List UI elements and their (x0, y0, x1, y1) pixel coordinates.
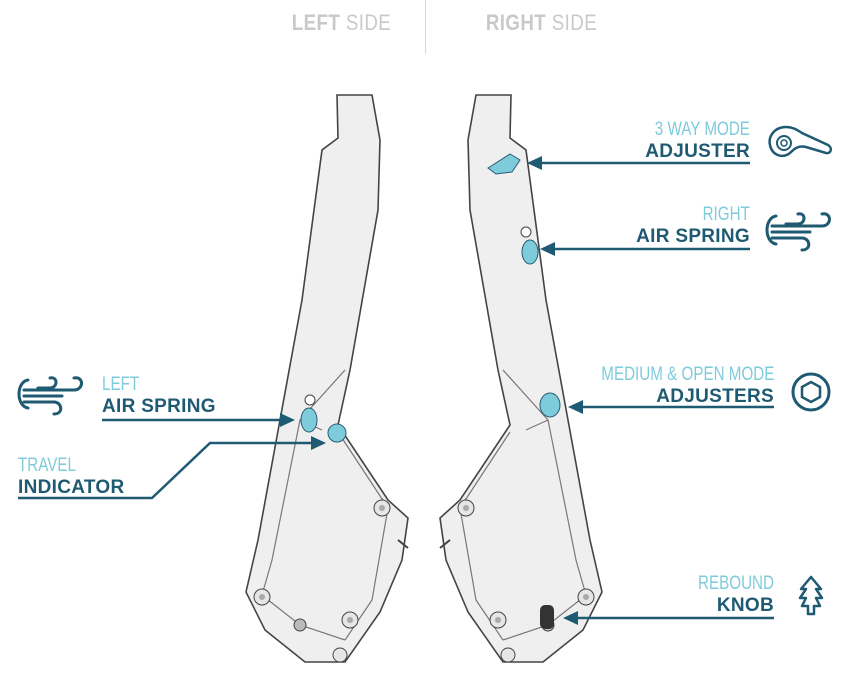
left-fork (245, 94, 409, 663)
right-valve (520, 226, 532, 238)
divider (425, 0, 426, 54)
right-side-heading: RIGHT SIDE (485, 10, 598, 35)
left-valve (304, 394, 316, 406)
right-air-cap (521, 239, 539, 265)
travel-indicator-dial (327, 423, 347, 443)
rebound-arrow-icon (798, 575, 824, 616)
rebound-knob-shape (540, 605, 554, 629)
hex-adjuster-icon (791, 372, 831, 412)
left-side-heading: LEFT SIDE (291, 10, 392, 35)
medium-open-adjuster (539, 392, 561, 418)
wind-icon-left (17, 376, 83, 416)
travel-leader (18, 441, 312, 500)
left-air-cap (300, 407, 318, 433)
wind-icon (765, 212, 831, 252)
lever-icon (768, 125, 832, 157)
three-way-lever (487, 153, 521, 175)
